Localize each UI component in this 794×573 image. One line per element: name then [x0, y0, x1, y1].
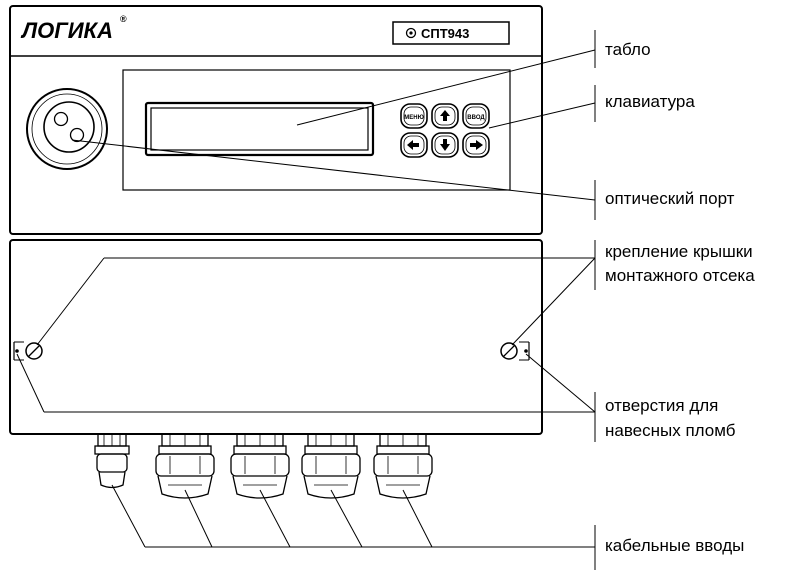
left-cover-screw: [25, 342, 43, 360]
optical-port: [26, 88, 108, 170]
label-display: табло: [605, 40, 651, 59]
leader-optical-port: [71, 139, 596, 201]
menu-button[interactable]: МЕНЮ: [400, 103, 428, 129]
mounting-compartment-cover: [9, 239, 543, 435]
right-button[interactable]: [462, 132, 490, 158]
cable-gland-4: [373, 433, 433, 499]
leader-display: [296, 49, 596, 126]
leader-keyboard: [488, 102, 596, 129]
left-button[interactable]: [400, 132, 428, 158]
arrow-left-icon: [407, 140, 419, 150]
arrow-right-icon: [470, 140, 483, 150]
label-seal-holes-2: навесных пломб: [605, 421, 736, 440]
svg-text:МЕНЮ: МЕНЮ: [404, 115, 424, 121]
front-panel: [122, 69, 511, 191]
right-seal-hole: [519, 341, 530, 361]
label-cover-mount-1: крепление крышки: [605, 242, 753, 261]
label-seal-holes-1: отверстия для: [605, 396, 718, 415]
enter-button[interactable]: ВВОД: [462, 103, 490, 129]
up-button[interactable]: [431, 103, 459, 129]
cable-gland-3: [301, 433, 361, 499]
down-button[interactable]: [431, 132, 459, 158]
lcd-display: [150, 107, 369, 151]
label-keyboard: клавиатура: [605, 92, 695, 111]
upper-housing: [9, 5, 543, 235]
leader-lines: [16, 30, 596, 570]
right-cover-screw: [500, 342, 518, 360]
brand-logo: ЛОГИКА: [20, 18, 113, 43]
arrow-up-icon: [440, 110, 450, 121]
cable-gland-small: [94, 433, 130, 489]
lcd-display-outer: [144, 101, 375, 157]
cable-gland-1: [155, 433, 215, 499]
label-optical-port: оптический порт: [605, 189, 735, 208]
cable-gland-2: [230, 433, 290, 499]
model-badge-icon: [405, 27, 417, 39]
left-seal-hole: [13, 341, 24, 361]
model-name: СПТ943: [421, 26, 469, 41]
label-cover-mount-2: монтажного отсека: [605, 266, 755, 285]
keypad: МЕНЮ ВВОД: [400, 103, 490, 158]
svg-text:ВВОД: ВВОД: [467, 115, 485, 121]
model-plate: [392, 21, 510, 45]
label-cable-entries: кабельные вводы: [605, 536, 744, 555]
arrow-down-icon: [440, 139, 450, 151]
registered-mark: ®: [120, 14, 127, 24]
